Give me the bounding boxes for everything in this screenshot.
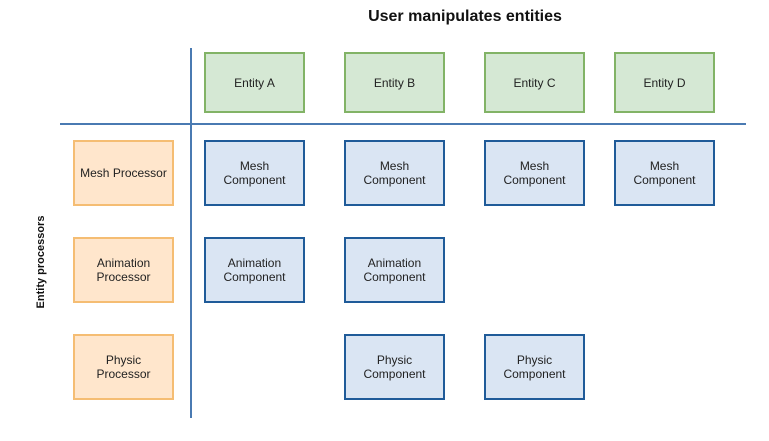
entity-processors-axis-label: Entity processors: [35, 215, 47, 309]
mesh-component-entity-d: Mesh Component: [614, 140, 715, 206]
mesh-component-entity-c: Mesh Component: [484, 140, 585, 206]
diagram-title: User manipulates entities: [368, 8, 562, 25]
entity-b: Entity B: [344, 52, 445, 113]
horizontal-axis-line: [60, 123, 746, 125]
animation-component-entity-a: Animation Component: [204, 237, 305, 303]
physic-component-entity-b: Physic Component: [344, 334, 445, 400]
entity-a: Entity A: [204, 52, 305, 113]
entity-d: Entity D: [614, 52, 715, 113]
entity-c: Entity C: [484, 52, 585, 113]
physic-processor: Physic Processor: [73, 334, 174, 400]
animation-processor: Animation Processor: [73, 237, 174, 303]
mesh-component-entity-a: Mesh Component: [204, 140, 305, 206]
mesh-processor: Mesh Processor: [73, 140, 174, 206]
mesh-component-entity-b: Mesh Component: [344, 140, 445, 206]
animation-component-entity-b: Animation Component: [344, 237, 445, 303]
vertical-axis-line: [190, 48, 192, 418]
physic-component-entity-c: Physic Component: [484, 334, 585, 400]
